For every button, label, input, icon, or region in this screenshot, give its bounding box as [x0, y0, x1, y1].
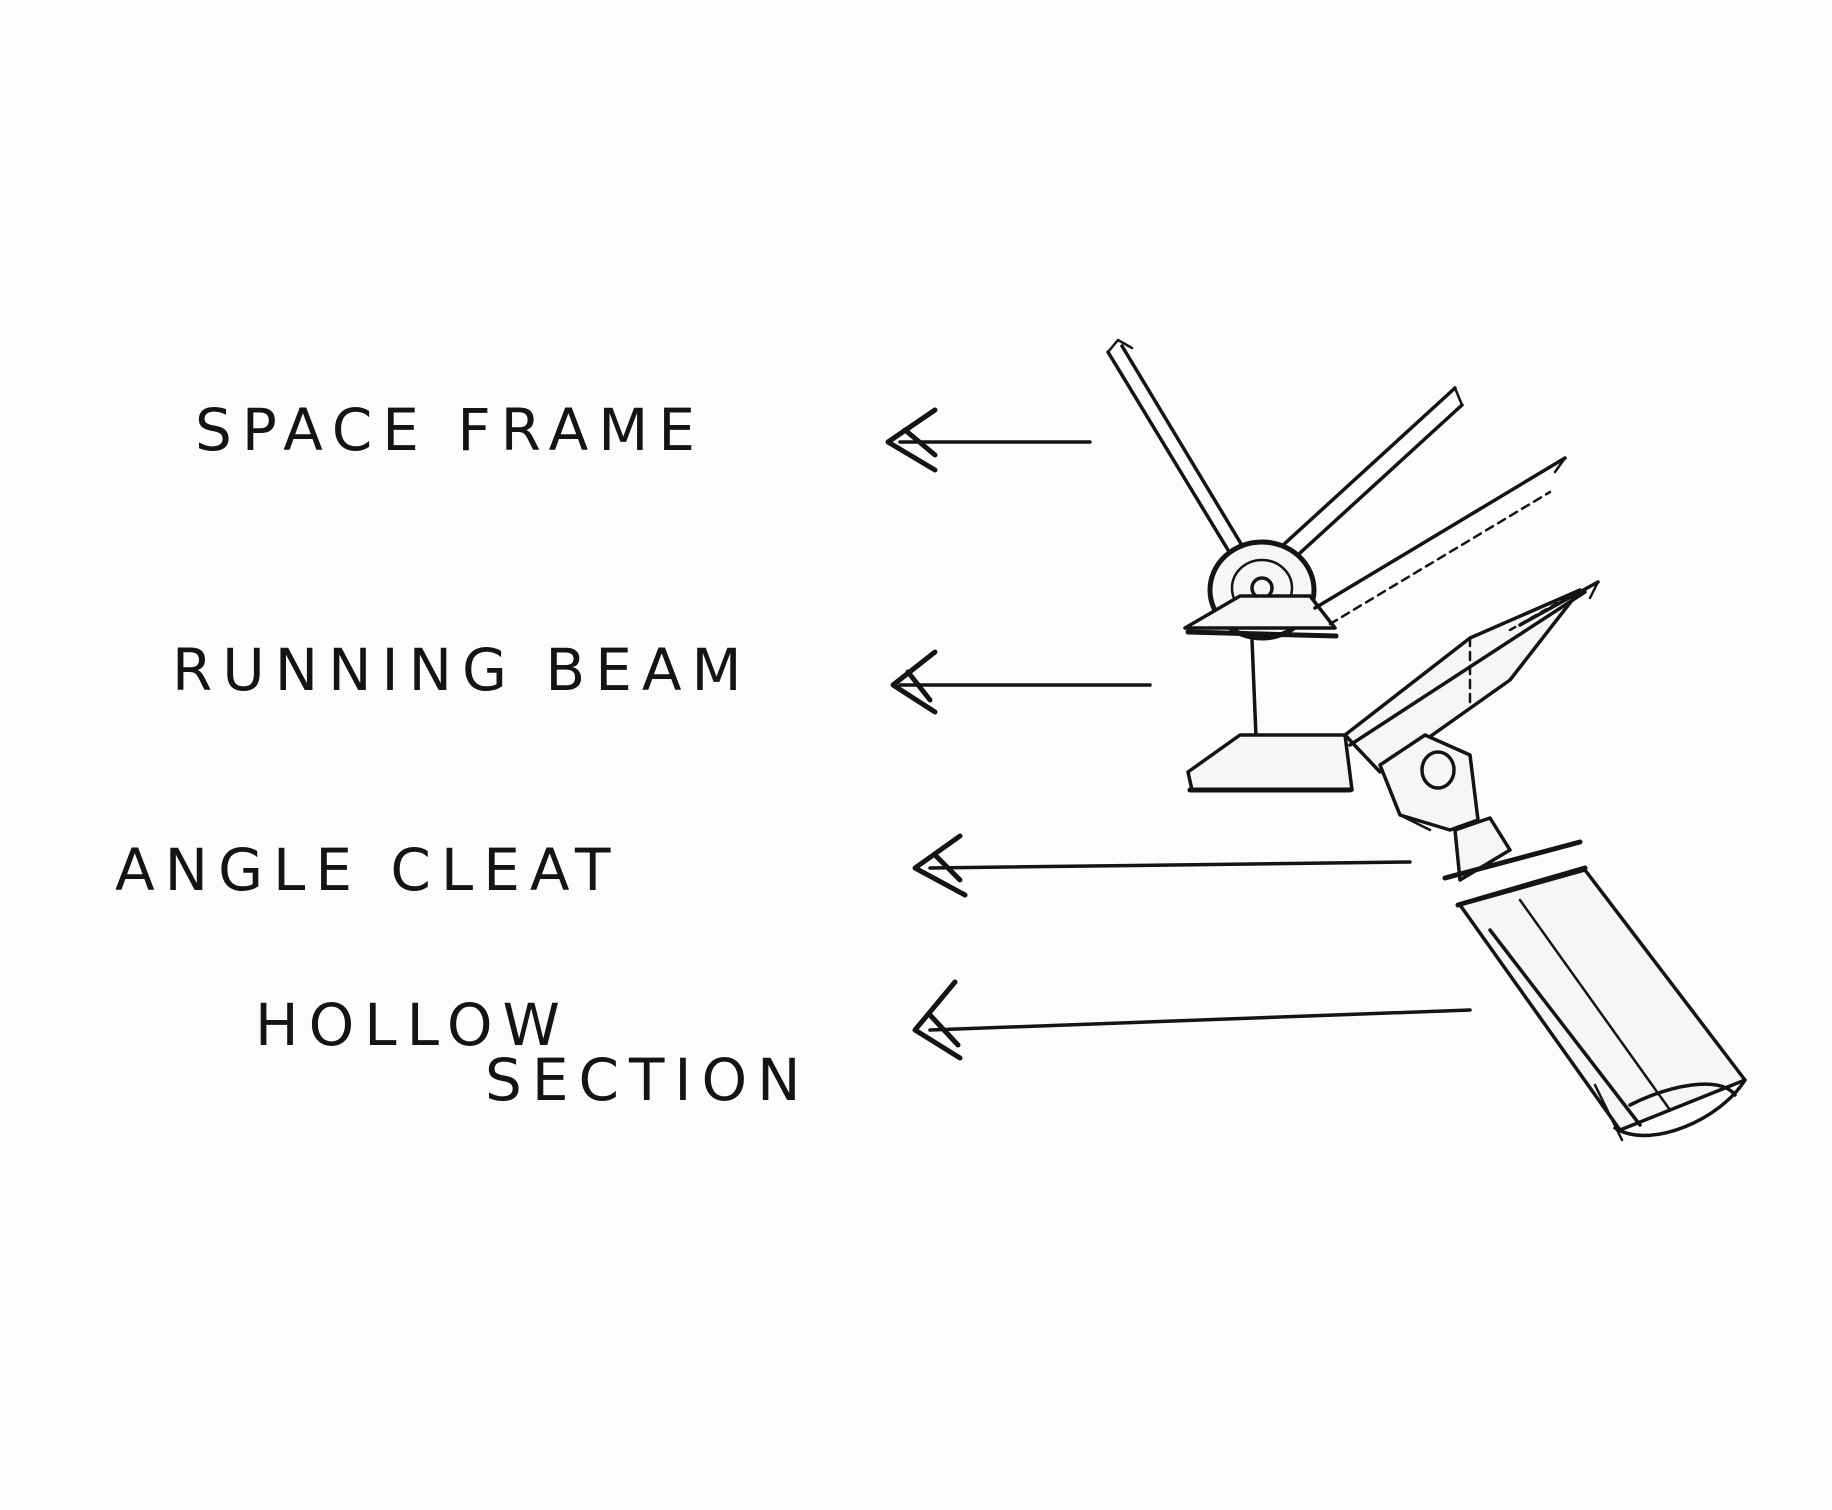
label-hollow: HOLLOW	[255, 991, 570, 1059]
running-beam	[1183, 456, 1567, 793]
label-running-beam: RUNNING BEAM	[172, 636, 752, 704]
label-section: SECTION	[485, 1046, 811, 1114]
angle-cleat	[1343, 580, 1600, 774]
arrow-angle-cleat	[912, 833, 1412, 898]
arrow-space-frame	[885, 407, 1092, 473]
arrow-running-beam	[890, 649, 1152, 715]
label-space-frame: SPACE FRAME	[195, 396, 705, 464]
arrow-hollow-section	[912, 979, 1472, 1061]
lug-plate	[1378, 733, 1480, 832]
label-angle-cleat: ANGLE CLEAT	[115, 836, 620, 904]
hollow-section	[1442, 816, 1747, 1142]
